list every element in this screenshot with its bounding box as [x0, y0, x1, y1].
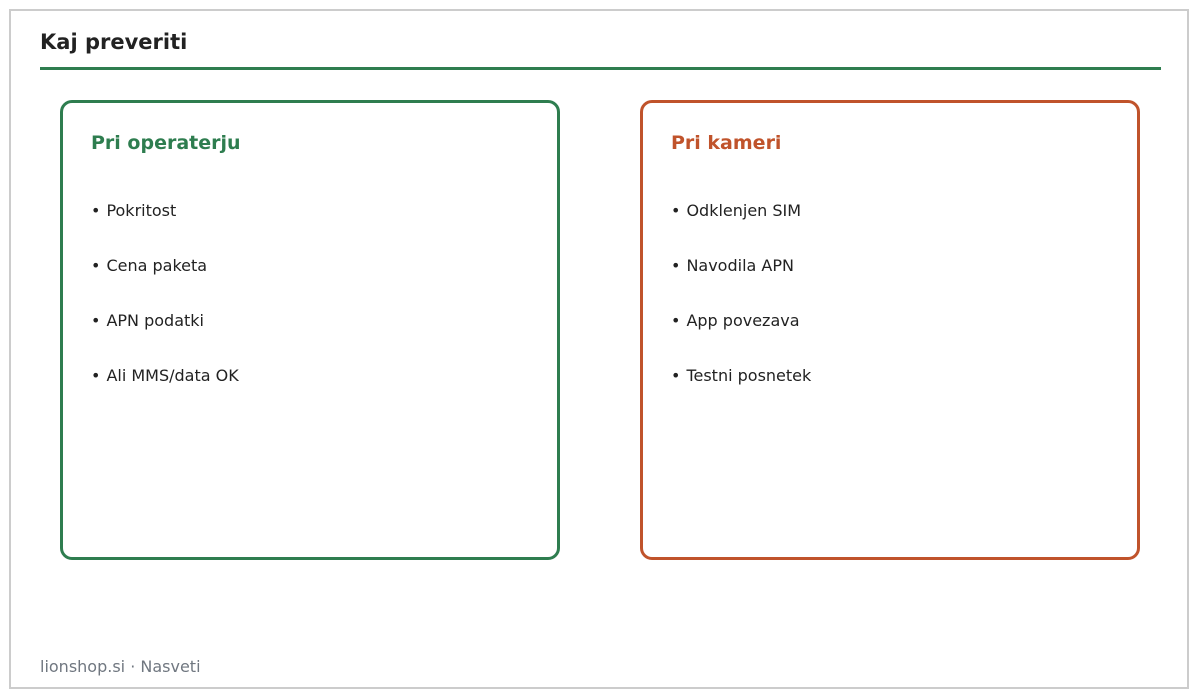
- bullet-icon: •: [91, 311, 101, 330]
- list-item-label: Pokritost: [106, 201, 177, 220]
- list-item: • Navodila APN: [671, 255, 811, 310]
- list-item: • Pokritost: [91, 200, 239, 255]
- list-item: • Testni posnetek: [671, 365, 811, 420]
- page-title: Kaj preveriti: [40, 30, 188, 54]
- bullet-icon: •: [671, 311, 681, 330]
- list-item-label: App povezava: [686, 311, 800, 330]
- operator-checklist: • Pokritost • Cena paketa • APN podatki • Al…: [91, 200, 239, 420]
- list-item-label: Cena paketa: [106, 256, 208, 275]
- list-item: • Ali MMS/data OK: [91, 365, 239, 420]
- list-item: • App povezava: [671, 310, 811, 365]
- list-item-label: Testni posnetek: [686, 366, 812, 385]
- bullet-icon: •: [91, 366, 101, 385]
- list-item: • APN podatki: [91, 310, 239, 365]
- bullet-icon: •: [91, 201, 101, 220]
- list-item: • Cena paketa: [91, 255, 239, 310]
- camera-checklist: • Odklenjen SIM • Navodila APN • App poveza…: [671, 200, 811, 420]
- footer-credit: lionshop.si · Nasveti: [40, 657, 201, 676]
- operator-card-heading: Pri operaterju: [91, 132, 241, 154]
- title-divider: [40, 67, 1161, 70]
- list-item-label: APN podatki: [106, 311, 204, 330]
- list-item-label: Odklenjen SIM: [686, 201, 802, 220]
- list-item-label: Ali MMS/data OK: [106, 366, 239, 385]
- operator-card: Pri operaterju • Pokritost • Cena paketa •…: [60, 100, 560, 560]
- camera-card-heading: Pri kameri: [671, 132, 782, 154]
- bullet-icon: •: [671, 366, 681, 385]
- list-item-label: Navodila APN: [686, 256, 794, 275]
- bullet-icon: •: [91, 256, 101, 275]
- camera-card: Pri kameri • Odklenjen SIM • Navodila APN …: [640, 100, 1140, 560]
- list-item: • Odklenjen SIM: [671, 200, 811, 255]
- bullet-icon: •: [671, 201, 681, 220]
- bullet-icon: •: [671, 256, 681, 275]
